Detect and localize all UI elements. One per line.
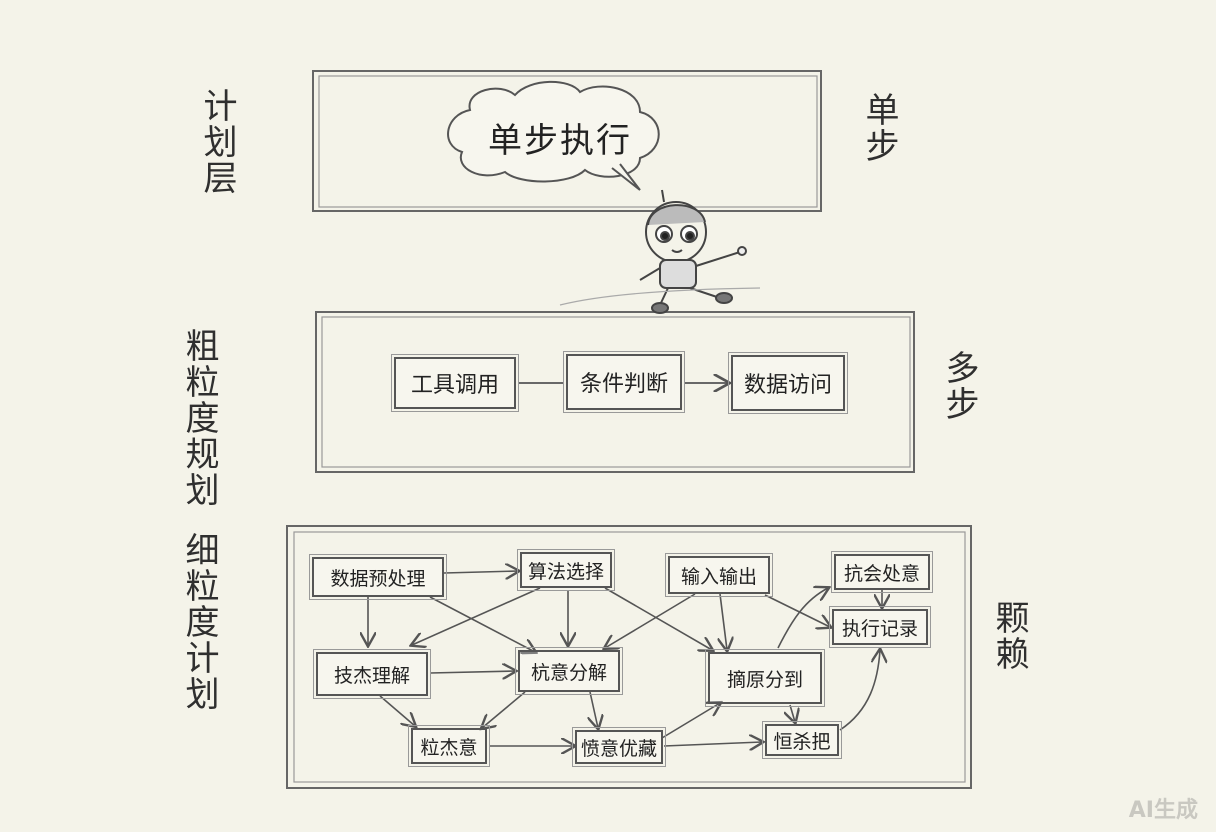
label-fine-planning: 细粒度计划 xyxy=(179,532,219,712)
node-execution-log: 执行记录 xyxy=(829,606,931,648)
edge-n8-n4 xyxy=(777,588,828,649)
edge-n7-n10 xyxy=(590,691,598,728)
node-priority: 愤意优藏 xyxy=(572,727,666,767)
label-dependency: 颗赖 xyxy=(989,600,1029,672)
node-condition-check: 条件判断 xyxy=(563,351,685,413)
edge-n3-n7 xyxy=(605,593,696,648)
edge-n1-n7 xyxy=(429,596,535,652)
bottom-section-frame xyxy=(286,525,972,789)
label-single-step: 单步 xyxy=(859,92,899,164)
edge-n2-n6 xyxy=(412,587,541,645)
edge-n10-n11 xyxy=(663,742,762,746)
edge-n3-n5 xyxy=(764,594,830,627)
edge-n11-n5 xyxy=(839,650,880,731)
edge-n7-n9 xyxy=(482,691,526,728)
node-skill-understanding: 技杰理解 xyxy=(313,649,431,699)
middle-section-frame xyxy=(315,311,915,473)
top-section-frame xyxy=(312,70,822,212)
label-coarse-planning: 粗粒度规划 xyxy=(179,328,219,508)
node-control: 恒杀把 xyxy=(762,721,842,759)
edge-n10-n8 xyxy=(661,703,720,739)
node-task-decomposition: 杭意分解 xyxy=(515,647,623,695)
edge-n8-n11 xyxy=(790,704,795,722)
node-extraction: 摘原分到 xyxy=(705,649,825,707)
node-task-handling: 抗会处意 xyxy=(831,551,933,593)
node-input-output: 输入输出 xyxy=(665,553,773,597)
node-tool-call: 工具调用 xyxy=(391,354,519,412)
edge-n2-n8 xyxy=(604,587,712,650)
edge-n6-n9 xyxy=(379,695,415,726)
child-figure xyxy=(559,189,761,314)
node-data-access: 数据访问 xyxy=(728,352,848,414)
edge-n6-n7 xyxy=(429,671,515,673)
speech-bubble-text: 单步执行 xyxy=(488,121,632,161)
speech-bubble-cloud xyxy=(447,80,660,191)
node-algorithm-select: 算法选择 xyxy=(517,549,615,591)
label-planning-layer: 计划层 xyxy=(197,88,237,196)
node-granularity: 粒杰意 xyxy=(408,725,490,767)
node-data-preprocess: 数据预处理 xyxy=(309,554,447,600)
watermark: AI生成 xyxy=(1128,798,1198,823)
edge-n1-n2 xyxy=(443,571,518,573)
edge-n3-n8 xyxy=(720,593,727,650)
label-multi-step: 多步 xyxy=(939,350,979,422)
